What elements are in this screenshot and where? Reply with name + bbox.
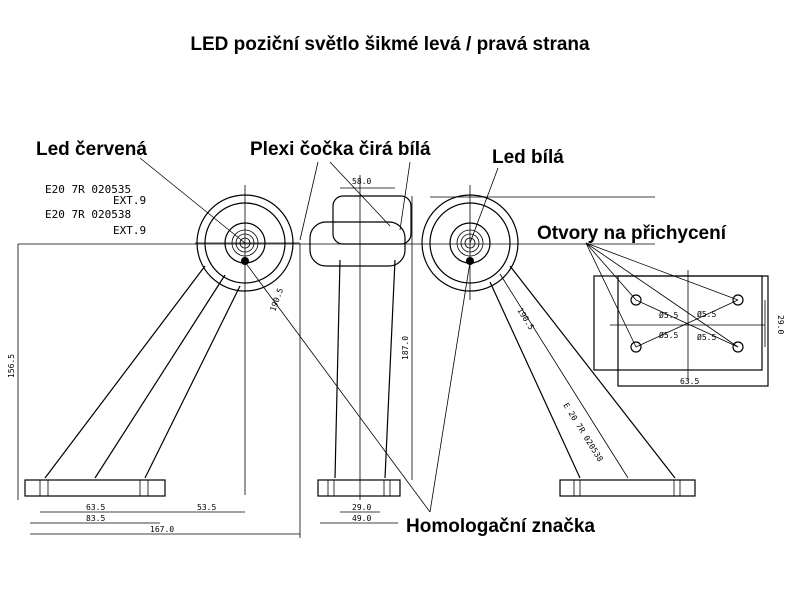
leader-line	[139, 157, 246, 244]
center-side-view: 58.0 187.0 29.0 49.0	[309, 175, 413, 524]
leader-lines	[139, 157, 739, 513]
arm-edge	[509, 265, 676, 479]
leader-line	[429, 261, 471, 513]
dim-left-vertical: 156.5	[7, 354, 16, 378]
leader-line	[585, 242, 739, 348]
leader-line	[585, 242, 637, 348]
left-dimensions: 156.5 63.5 83.5 53.5 167.0 190.5	[7, 244, 301, 538]
dim-left-total: 167.0	[150, 525, 174, 534]
leader-line	[469, 167, 499, 244]
right-arm-note: E 20 7R 020538	[561, 401, 604, 463]
arm-center	[94, 274, 226, 479]
left-lamp	[195, 185, 300, 495]
callout-led-red: Led červená	[36, 139, 147, 160]
leader-line	[585, 242, 739, 301]
right-arm: 190.5 E 20 7R 020538	[489, 265, 696, 497]
dim-center-base-inner: 29.0	[352, 503, 371, 512]
dim-left-base-inner: 63.5	[86, 503, 105, 512]
center-base-plate	[317, 479, 401, 497]
mounting-hole	[630, 294, 642, 306]
left-arm	[24, 265, 241, 497]
leader-line	[244, 261, 431, 513]
left-base-plate	[24, 479, 166, 497]
approval-mark-line: EXT.9	[113, 194, 146, 207]
dim-left-arm-length: 190.5	[268, 287, 285, 313]
approval-mark-line: E20 7R 020538	[45, 208, 131, 221]
center-stem	[334, 259, 396, 479]
dim-hole-height: 29.0	[776, 315, 785, 334]
lamp-head-top	[332, 195, 412, 245]
dim-right-arm: 190.5	[515, 306, 535, 331]
hole-diameter-label: Ø5.5	[697, 309, 716, 319]
leader-line	[299, 161, 319, 241]
arm-center	[499, 273, 629, 479]
hole-diameter-label: Ø5.5	[659, 330, 678, 340]
dim-top-width: 58.0	[352, 177, 371, 186]
lamp-head-body	[309, 221, 406, 267]
approval-mark-line: E20 7R 020535	[45, 183, 131, 196]
mounting-hole	[630, 341, 642, 353]
dim-left-offset: 53.5	[197, 503, 216, 512]
dim-height-center: 187.0	[401, 336, 410, 360]
leader-line	[399, 161, 411, 231]
dim-left-base-outer: 83.5	[86, 514, 105, 523]
callout-plexi-lens: Plexi čočka čirá bílá	[250, 139, 431, 160]
mounting-hole	[732, 294, 744, 306]
arm-edge	[489, 281, 581, 479]
detail-frame	[593, 275, 763, 371]
leader-line	[329, 161, 391, 227]
mounting-hole	[732, 341, 744, 353]
mounting-holes-detail: Ø5.5 Ø5.5 Ø5.5 Ø5.5 63.5 29.0	[593, 270, 785, 387]
arm-edge	[44, 265, 206, 479]
hole-diameter-label: Ø5.5	[697, 332, 716, 342]
diagonal-line	[635, 299, 739, 348]
approval-marks: E20 7R 020535 EXT.9 E20 7R 020538 EXT.9	[45, 183, 146, 237]
leader-line	[585, 242, 637, 301]
arm-edge	[144, 285, 241, 479]
approval-mark-line: EXT.9	[113, 224, 146, 237]
callout-led-white: Led bílá	[492, 147, 564, 168]
page-title: LED poziční světlo šikmé levá / pravá st…	[190, 34, 590, 55]
hole-diameter-label: Ø5.5	[659, 310, 678, 320]
callout-mount-holes: Otvory na přichycení	[537, 223, 727, 244]
dim-hole-spacing: 63.5	[680, 377, 699, 386]
dim-center-base-outer: 49.0	[352, 514, 371, 523]
right-base-plate	[559, 479, 696, 497]
callout-homologation: Homologační značka	[406, 516, 595, 537]
